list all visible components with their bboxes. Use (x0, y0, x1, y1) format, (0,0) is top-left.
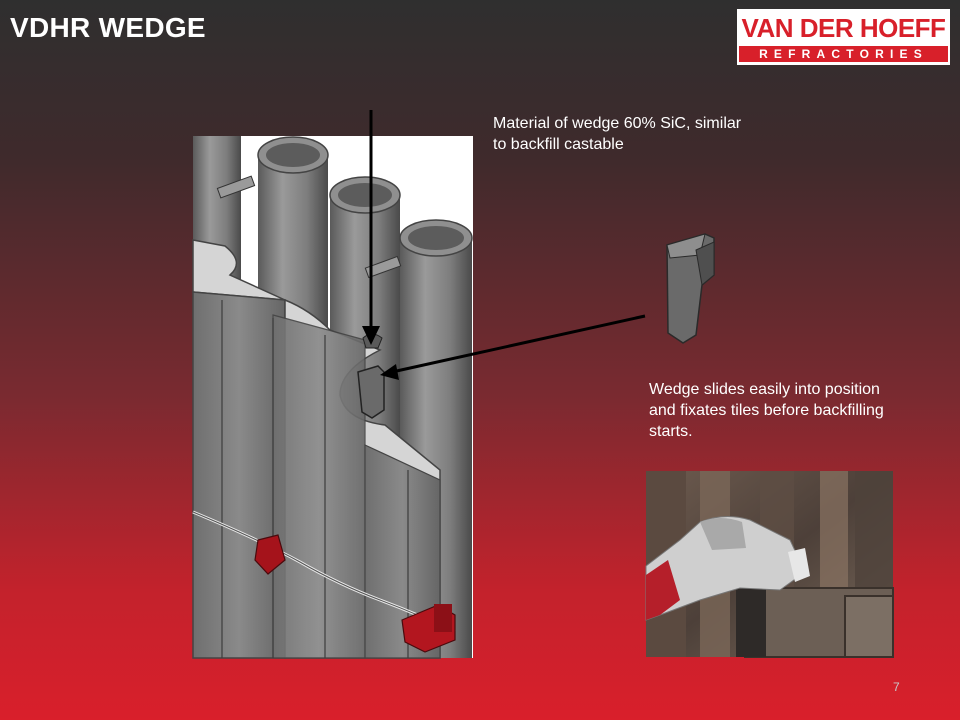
logo-subtitle: REFRACTORIES (739, 46, 948, 62)
installation-photo (645, 471, 894, 658)
wedge-slides-caption: Wedge slides easily into position and fi… (649, 381, 884, 440)
slide-title: VDHR WEDGE (10, 12, 206, 43)
pointer-arrows (362, 110, 646, 380)
wall-tile-illustration (192, 136, 473, 659)
page-number: 7 (893, 680, 900, 694)
material-caption: Material of wedge 60% SiC, similar to ba… (493, 115, 742, 153)
wedge-part-illustration (666, 233, 715, 344)
company-logo: VAN DER HOEFF REFRACTORIES (737, 9, 950, 65)
logo-wordmark: VAN DER HOEFF (739, 11, 948, 45)
